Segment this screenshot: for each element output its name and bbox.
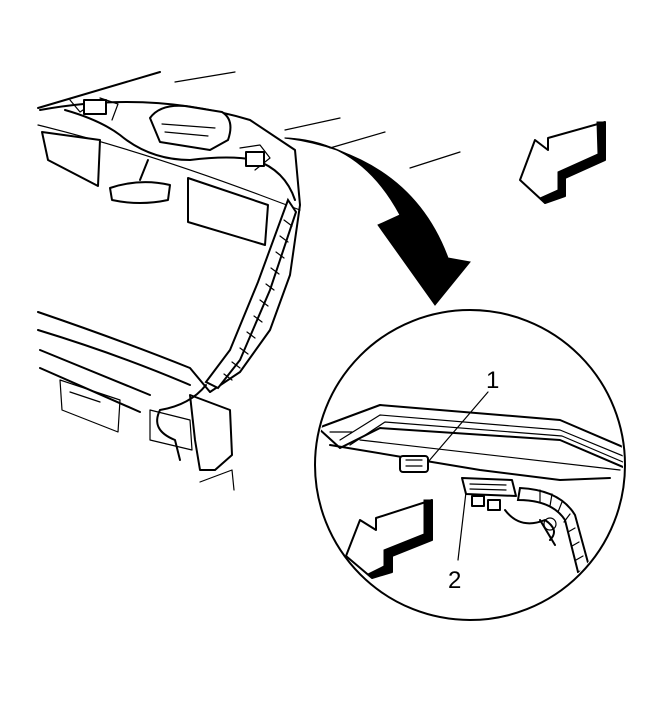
mirror-mount [139,159,149,181]
rear-view-mirror [109,181,171,204]
detail-view: 1 2 [314,309,626,621]
lower-bracket [189,394,233,471]
leader-line-2 [457,491,467,561]
right-sun-visor [187,177,269,246]
callout-2: 2 [448,567,461,594]
connector-2-plug-b [487,499,501,511]
overhead-console [149,104,232,151]
headliner-front-edge [37,124,301,211]
dashboard-detail [59,379,121,433]
left-sun-visor [41,131,101,187]
connector-1 [399,455,429,473]
roof-frame-detail [329,414,623,471]
a-pillar-harness [204,197,298,390]
leader-line-1 [427,391,489,463]
roof-panel-lines [174,71,461,169]
lower-harness [156,384,207,461]
zoom-arrow-body [284,137,471,306]
header-connector-left [83,99,107,115]
forward-arrow-detail-shade [367,499,433,579]
header-connector-center [245,151,265,167]
dashboard-outline [37,311,211,413]
connector-2 [461,477,517,497]
vehicle-interior-view [37,71,461,491]
forward-arrow-top-shade [539,121,606,204]
detail-clip [543,517,557,531]
zoom-arrow [284,137,471,306]
connector-2-detail [469,483,507,491]
a-pillar-harness-wrap [223,219,293,381]
roof-frame [317,404,623,471]
header-harness [64,109,296,201]
callout-1: 1 [486,367,499,394]
lower-bracket-detail [149,409,235,491]
overhead-console-detail [161,123,216,137]
forward-arrow-top [519,121,606,204]
connector-1-detail [405,459,423,467]
detail-harness-wrap [539,489,584,561]
connector-2-plug-a [471,495,485,507]
